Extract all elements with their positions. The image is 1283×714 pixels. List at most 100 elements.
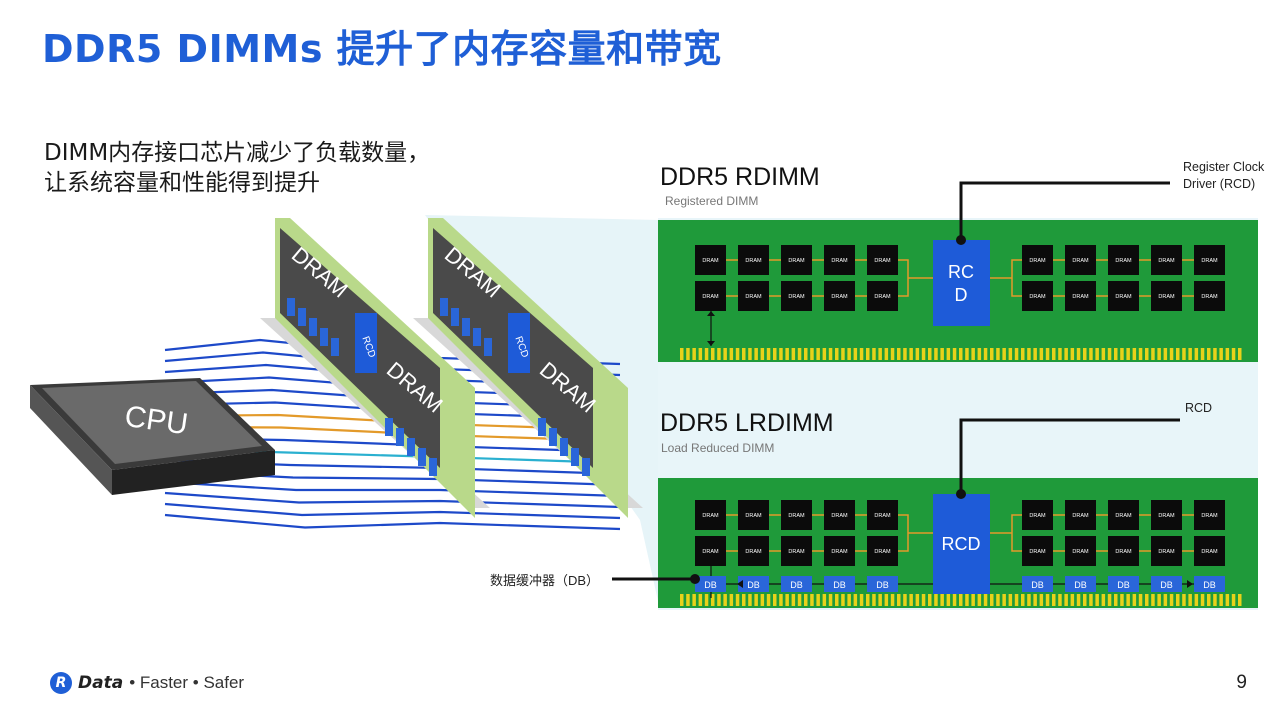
dram-chip-label: DRAM	[1115, 294, 1132, 300]
gold-contact	[934, 594, 938, 606]
gold-contact	[1194, 348, 1199, 360]
dram-chip-label: DRAM	[1115, 513, 1132, 519]
gold-contact	[884, 594, 889, 606]
gold-contact	[897, 594, 901, 606]
bus-line	[164, 513, 621, 531]
gold-contact	[1039, 348, 1044, 360]
gold-contact	[1107, 594, 1112, 606]
gold-contact	[996, 348, 1000, 360]
rcd-chip	[933, 240, 990, 326]
gold-contact	[946, 348, 951, 360]
gold-contact	[748, 348, 752, 360]
gold-contact	[1021, 594, 1025, 606]
gold-contact	[1231, 348, 1236, 360]
gold-contact	[897, 348, 901, 360]
gold-contact	[1114, 348, 1118, 360]
lrdimm-callout: RCD	[1185, 401, 1212, 415]
gold-contact	[692, 348, 696, 360]
gold-contact	[1076, 348, 1081, 360]
gold-contact	[1070, 348, 1075, 360]
db-block	[385, 418, 393, 436]
gold-contact	[971, 348, 975, 360]
slide-subtitle: DIMM内存接口芯片减少了负载数量， 让系统容量和性能得到提升	[44, 138, 430, 198]
subtitle-line-1: DIMM内存接口芯片减少了负载数量，	[44, 140, 431, 166]
db-block	[440, 298, 448, 316]
dram-chip-label: DRAM	[745, 258, 762, 264]
gold-contact	[1219, 594, 1223, 606]
gold-contact	[921, 594, 926, 606]
cpu-chip: CPU	[30, 378, 275, 495]
gold-contact	[1039, 594, 1044, 606]
rdimm-subtitle: Registered DIMM	[665, 194, 758, 208]
gold-contact	[1101, 348, 1106, 360]
db-chip-label: DB	[704, 580, 717, 590]
dram-chip-label: DRAM	[1201, 513, 1218, 519]
gold-contact	[698, 594, 703, 606]
gold-contact	[828, 594, 833, 606]
gold-contact	[1238, 594, 1242, 606]
gold-contact	[1027, 348, 1031, 360]
gold-contact	[1033, 348, 1037, 360]
dram-chip	[1108, 245, 1139, 275]
gold-contact	[847, 594, 851, 606]
gold-contact	[835, 348, 839, 360]
dram-chip	[781, 536, 812, 566]
gold-contact	[1008, 348, 1013, 360]
dram-chip	[824, 281, 855, 311]
gold-contact	[766, 348, 771, 360]
dram-chip-label: DRAM	[788, 294, 805, 300]
dram-chip-label: DRAM	[1201, 258, 1218, 264]
rcd-callout-dot	[956, 489, 966, 499]
dram-chip-label: DRAM	[1029, 258, 1046, 264]
lrdimm-subtitle: Load Reduced DIMM	[661, 441, 774, 455]
gold-contact	[1151, 594, 1155, 606]
gold-contact	[878, 594, 882, 606]
dram-chip-label: DRAM	[1029, 294, 1046, 300]
gold-contact	[1095, 594, 1099, 606]
gold-contact	[1169, 594, 1174, 606]
dram-chip	[1151, 500, 1182, 530]
gold-contact	[1120, 348, 1124, 360]
gold-contact	[791, 594, 796, 606]
dram-chip	[1151, 245, 1182, 275]
gold-contact	[711, 594, 715, 606]
gold-contact	[1008, 594, 1013, 606]
dram-chip-label: DRAM	[1158, 549, 1175, 555]
bus-line	[164, 480, 621, 498]
dram-chip	[1022, 245, 1053, 275]
gold-contact	[952, 594, 957, 606]
subtitle-line-2: 让系统容量和性能得到提升	[44, 170, 320, 196]
db-block	[407, 438, 415, 456]
dram-chip-label: DRAM	[831, 549, 848, 555]
gold-contact	[760, 348, 765, 360]
gold-contact	[1188, 594, 1192, 606]
gold-contact	[810, 348, 814, 360]
dram-chip	[1194, 281, 1225, 311]
gold-contact	[959, 348, 963, 360]
dram-chip-label: DRAM	[745, 549, 762, 555]
logo-brand: Data	[78, 673, 124, 693]
gold-contact	[1089, 594, 1093, 606]
gold-contact	[692, 594, 696, 606]
gold-contact	[959, 594, 963, 606]
db-block	[396, 428, 404, 446]
db-chip	[1022, 576, 1053, 592]
gold-contact	[1126, 594, 1130, 606]
gold-contact	[1045, 348, 1050, 360]
dram-chip-label: DRAM	[745, 294, 762, 300]
gold-contact	[971, 594, 975, 606]
gold-contact	[1231, 594, 1236, 606]
db-chip	[1194, 576, 1225, 592]
gold-contact	[1058, 348, 1062, 360]
gold-contact	[704, 594, 709, 606]
dram-chip-label: DRAM	[874, 258, 891, 264]
dram-chip-label: DRAM	[1115, 549, 1132, 555]
db-block	[582, 458, 590, 476]
dram-chip	[1108, 500, 1139, 530]
gold-contact	[785, 348, 789, 360]
gold-contact	[940, 348, 944, 360]
gold-contact	[977, 594, 982, 606]
gold-contact	[822, 594, 827, 606]
gold-contact	[915, 348, 920, 360]
gold-contact	[816, 594, 820, 606]
